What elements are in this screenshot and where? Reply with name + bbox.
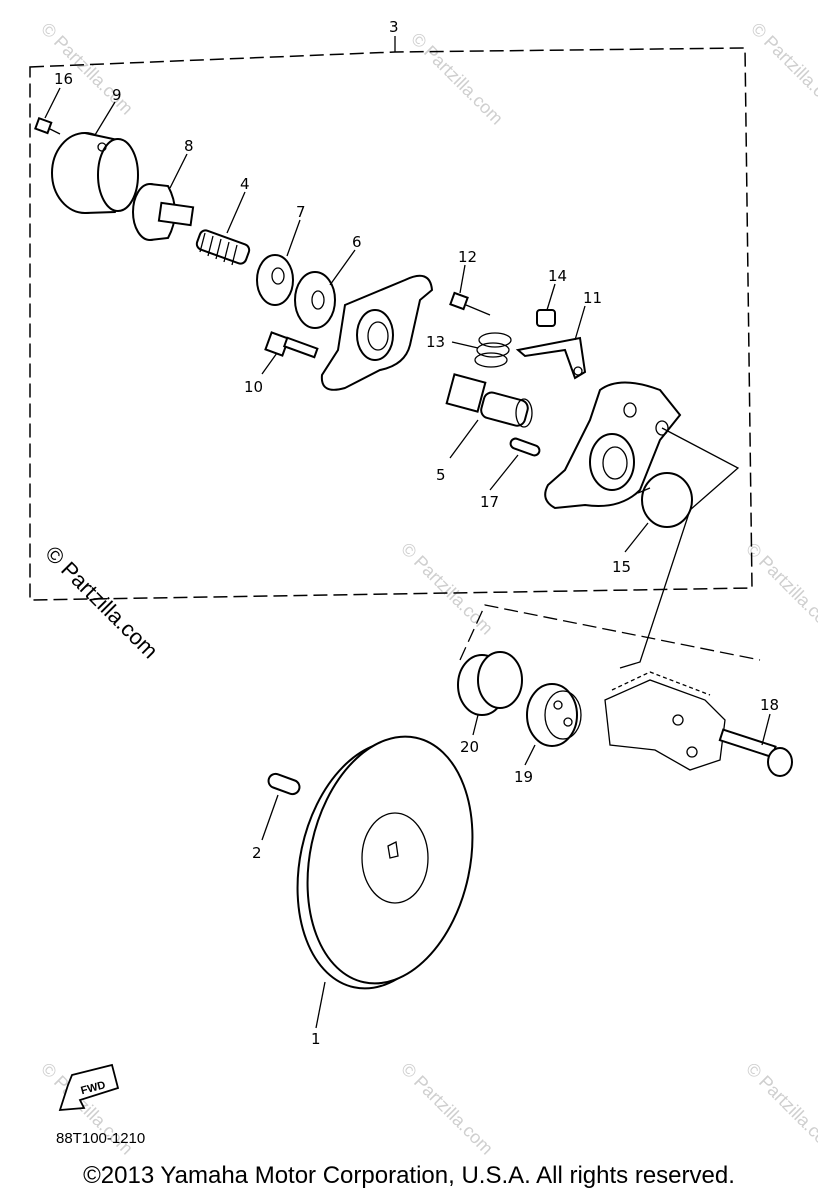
- drawing-code: 88T100-1210: [56, 1130, 146, 1147]
- part-13-spring: [474, 332, 512, 368]
- part-8-shaft: [132, 183, 195, 241]
- label-11: 11: [583, 289, 602, 307]
- copyright-notice: ©2013 Yamaha Motor Corporation, U.S.A. A…: [83, 1162, 735, 1189]
- part-19-cup: [526, 683, 582, 747]
- label-4: 4: [240, 175, 250, 193]
- label-5: 5: [436, 466, 446, 484]
- part-housing: [320, 274, 434, 391]
- part-16-screw: [34, 116, 61, 135]
- label-19: 19: [514, 768, 533, 786]
- part-12-bolt: [449, 291, 491, 316]
- label-13: 13: [426, 333, 445, 351]
- label-17: 17: [480, 493, 499, 511]
- label-7: 7: [296, 203, 306, 221]
- label-3: 3: [389, 18, 399, 36]
- part-10-bolt: [264, 331, 319, 359]
- label-10: 10: [244, 378, 263, 396]
- guide-line-dashed: [459, 604, 761, 661]
- frame-bracket: [604, 671, 726, 771]
- part-2-key: [267, 772, 301, 796]
- label-20: 20: [460, 738, 479, 756]
- part-20-cylinder: [457, 651, 523, 716]
- watermark: © Partzilla.com: [397, 539, 497, 639]
- part-6-washer: [294, 271, 336, 329]
- part-11-lever: [515, 336, 587, 380]
- label-15: 15: [612, 558, 631, 576]
- part-5-cam: [445, 373, 533, 428]
- watermark: © Partzilla.com: [747, 19, 818, 119]
- leader-lines: [44, 87, 771, 1029]
- watermark: © Partzilla.com: [742, 539, 818, 639]
- part-right-housing: [544, 381, 682, 510]
- label-8: 8: [184, 137, 194, 155]
- part-15-button: [637, 472, 693, 528]
- label-14: 14: [548, 267, 567, 285]
- guide-line: [619, 427, 740, 669]
- label-16: 16: [54, 70, 73, 88]
- watermark: © Partzilla.com: [742, 1059, 818, 1159]
- label-6: 6: [352, 233, 362, 251]
- label-2: 2: [252, 844, 262, 862]
- part-7-plate: [256, 254, 294, 306]
- label-12: 12: [458, 248, 477, 266]
- watermark: © Partzilla.com: [407, 29, 507, 129]
- part-4-worm: [195, 229, 251, 266]
- part-labels: 3 16 9 8 4 7 6 12 14 11 13 10 5 17 15 18…: [54, 18, 779, 1048]
- watermark: © Partzilla.com: [397, 1059, 497, 1159]
- fwd-arrow-icon: FWD: [58, 1063, 120, 1112]
- part-18-bolt: [718, 728, 793, 777]
- assembly-outline: [29, 47, 753, 601]
- part-17-pin: [509, 437, 541, 457]
- label-1: 1: [311, 1030, 321, 1048]
- label-18: 18: [760, 696, 779, 714]
- watermark-dark: © Partzilla.com: [40, 541, 163, 664]
- part-1-disc: [296, 735, 474, 990]
- label-9: 9: [112, 86, 122, 104]
- part-9-cover: [51, 132, 139, 214]
- part-14-cap: [536, 309, 556, 327]
